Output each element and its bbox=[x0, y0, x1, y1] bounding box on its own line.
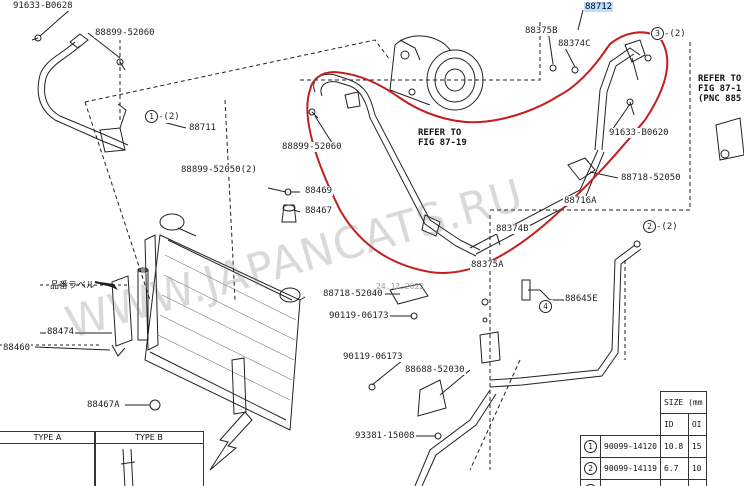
callout-1: 1-(2) bbox=[144, 110, 181, 123]
refer-to-right-note[interactable]: REFER TO FIG 87-1 (PNC 885 bbox=[698, 74, 741, 104]
callout-3-qty: -(2) bbox=[664, 29, 686, 39]
refer-to-note[interactable]: REFER TO FIG 87-19 bbox=[418, 128, 467, 148]
table-row: 1 90099-14120 10.8 15 bbox=[580, 435, 707, 458]
size-table-title: SIZE (mm bbox=[659, 391, 707, 414]
table-row: 2 90099-14119 6.7 10 bbox=[580, 457, 707, 480]
part-label-88688-52030[interactable]: 88688-52030 bbox=[404, 365, 466, 375]
refer-right-line3: (PNC 885 bbox=[698, 94, 742, 104]
callout-1-qty: -(2) bbox=[158, 112, 180, 122]
part-label-88467a[interactable]: 88467A bbox=[86, 400, 121, 410]
part-label-88645e[interactable]: 88645E bbox=[564, 294, 599, 304]
type-a-label: TYPE A bbox=[0, 432, 95, 444]
size-row-part[interactable]: 90099-14120 bbox=[600, 435, 661, 458]
table-row: 3 90099-14121 13.4 18 bbox=[580, 479, 707, 486]
part-label-90119-06173-b[interactable]: 90119-06173 bbox=[342, 352, 404, 362]
callout-4-number: 4 bbox=[539, 300, 552, 313]
callout-1-number: 1 bbox=[145, 110, 158, 123]
size-row-id: 13.4 bbox=[659, 479, 689, 486]
size-row-id: 10.8 bbox=[659, 435, 689, 458]
part-label-88374c[interactable]: 88374C bbox=[557, 39, 592, 49]
part-label-88718-52040[interactable]: 88718-52040 bbox=[322, 289, 384, 299]
part-label-91633-b0628[interactable]: 91633-B0628 bbox=[12, 1, 74, 11]
part-number-label-jp: 品番ラベル bbox=[50, 281, 96, 291]
part-label-88899-52050[interactable]: 88899-52050(2) bbox=[180, 165, 258, 175]
watermark-stamp: 24.12.2022 bbox=[376, 282, 425, 291]
part-label-88460[interactable]: 88460 bbox=[2, 343, 32, 353]
size-row-num: 1 bbox=[584, 440, 597, 453]
part-label-88474[interactable]: 88474 bbox=[46, 327, 76, 337]
size-row-id: 6.7 bbox=[659, 457, 689, 480]
part-label-88469[interactable]: 88469 bbox=[304, 186, 334, 196]
part-label-90119-06173-a[interactable]: 90119-06173 bbox=[328, 311, 390, 321]
part-label-88899-52060-top[interactable]: 88899-52060 bbox=[94, 28, 156, 38]
size-table-col-id: ID bbox=[659, 413, 689, 436]
callout-2: 2-(2) bbox=[642, 220, 679, 233]
size-row-part[interactable]: 90099-14119 bbox=[600, 457, 661, 480]
part-label-88467[interactable]: 88467 bbox=[304, 206, 334, 216]
part-label-88716a[interactable]: 88716A bbox=[563, 196, 598, 206]
type-b-box: TYPE B bbox=[94, 431, 204, 486]
type-a-box: TYPE A bbox=[0, 431, 96, 486]
part-label-88712[interactable]: 88712 bbox=[584, 2, 614, 12]
size-row-num: 2 bbox=[584, 462, 597, 475]
refer-right-line1: REFER TO bbox=[698, 74, 742, 84]
refer-to-line2: FIG 87-19 bbox=[418, 138, 467, 148]
part-label-88899-52060-mid[interactable]: 88899-52060 bbox=[281, 142, 343, 152]
part-label-91633-b0620[interactable]: 91633-B0620 bbox=[608, 128, 670, 138]
callout-2-qty: -(2) bbox=[656, 222, 678, 232]
type-b-bracket-drawing bbox=[120, 448, 136, 486]
size-row-od: 10 bbox=[687, 457, 707, 480]
part-label-88375a[interactable]: 88375A bbox=[470, 260, 505, 270]
part-label-88375b[interactable]: 88375B bbox=[524, 26, 559, 36]
callout-3: 3-(2) bbox=[650, 27, 687, 40]
part-label-88718-52050[interactable]: 88718-52050 bbox=[620, 173, 682, 183]
type-b-label: TYPE B bbox=[95, 432, 203, 444]
size-row-part[interactable]: 90099-14121 bbox=[600, 479, 661, 486]
refer-to-line1: REFER TO bbox=[418, 128, 462, 138]
callout-4: 4 bbox=[538, 300, 553, 313]
callout-2-number: 2 bbox=[643, 220, 656, 233]
part-label-88711[interactable]: 88711 bbox=[188, 123, 218, 133]
part-label-88374b[interactable]: 88374B bbox=[495, 224, 530, 234]
size-table-col-od: OI bbox=[687, 413, 707, 436]
size-row-od: 18 bbox=[687, 479, 707, 486]
refer-right-line2: FIG 87-1 bbox=[698, 84, 742, 94]
callout-3-number: 3 bbox=[651, 27, 664, 40]
part-label-93381-15008[interactable]: 93381-15008 bbox=[354, 431, 416, 441]
size-row-od: 15 bbox=[687, 435, 707, 458]
size-table: SIZE (mm ID OI 1 90099-14120 10.8 15 2 9… bbox=[580, 391, 707, 486]
